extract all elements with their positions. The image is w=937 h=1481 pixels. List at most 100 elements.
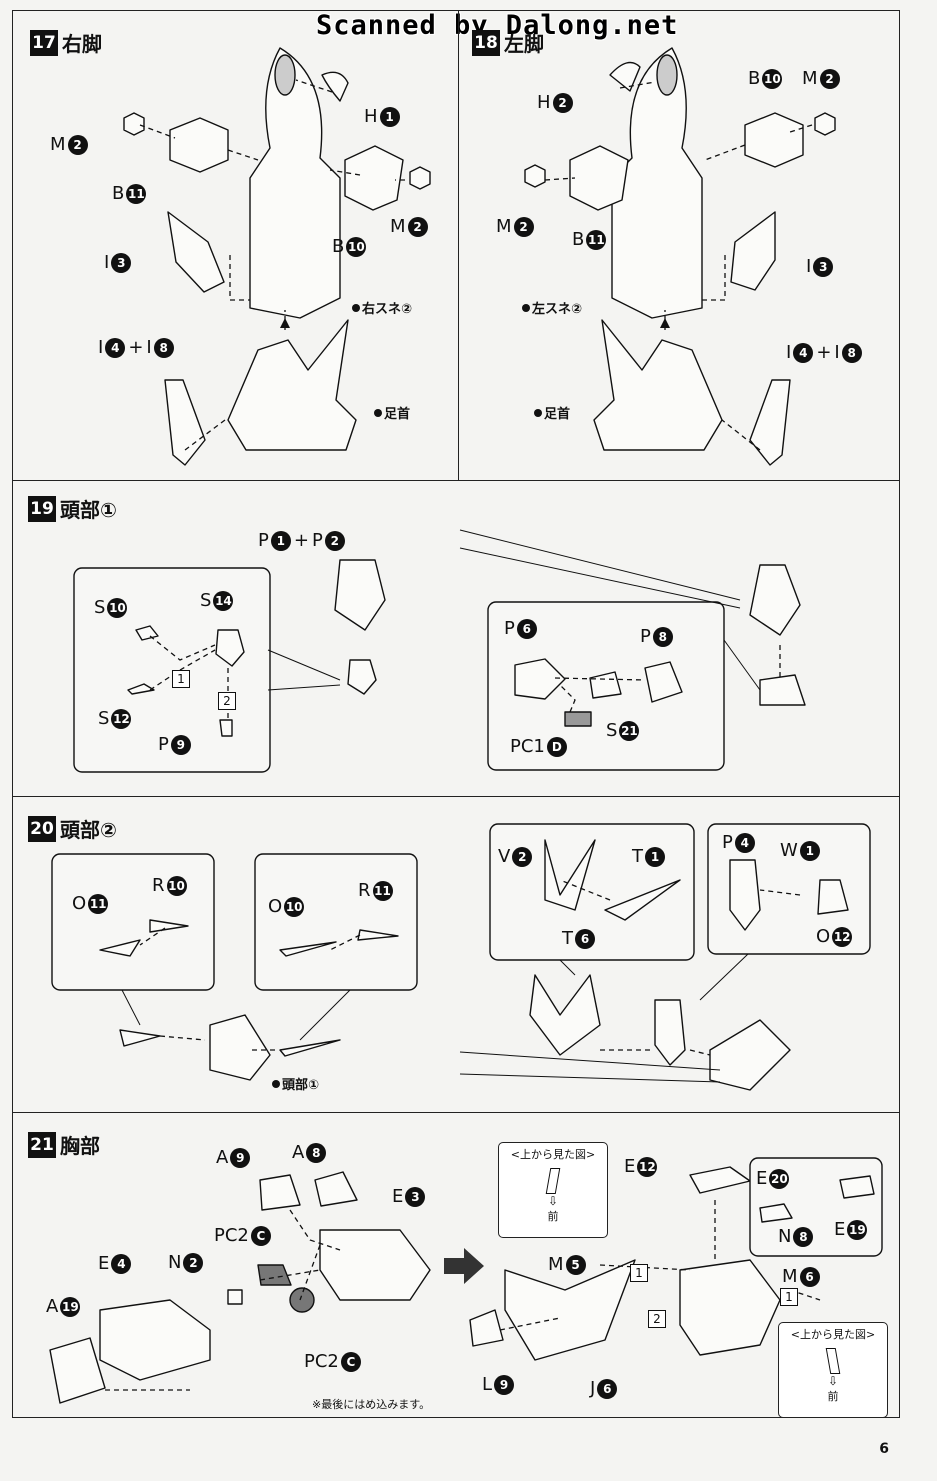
part-letter: S (200, 590, 212, 611)
part-number-badge: 8 (306, 1142, 327, 1163)
part-letter: O (816, 926, 831, 947)
head-p8-part (644, 661, 683, 703)
order-square: 2 (218, 692, 236, 710)
head-s10-part (135, 625, 159, 641)
down-arrow-icon: ⇩ (547, 1194, 559, 1208)
part-number-badge: C (340, 1351, 361, 1372)
head-p1p2-part (334, 559, 386, 631)
part-letter: M (496, 216, 512, 237)
bullet-icon (352, 303, 360, 312)
part-letter: P (640, 626, 651, 647)
cap-m2-part (123, 112, 145, 136)
leg-shin-part (611, 47, 703, 319)
part-letter: N (168, 1252, 182, 1273)
bullet-icon (272, 1079, 280, 1088)
part-letter: I (146, 337, 152, 358)
part-number-badge: 2 (819, 68, 840, 89)
ref-ankle: 足首 (374, 403, 410, 422)
part-number-badge: 1 (799, 840, 820, 861)
part-number-badge: 1 (379, 106, 400, 127)
armor-i3-part (730, 211, 776, 291)
part-letter: R (358, 880, 371, 901)
crest-t6-part (544, 839, 596, 911)
part-letter: B (332, 236, 345, 257)
part-number-badge: 2 (183, 1252, 204, 1273)
part-number-badge: 2 (512, 846, 533, 867)
head-base-part (759, 674, 806, 706)
crest-assembled-part (529, 974, 601, 1056)
step-title: 頭部① (60, 498, 117, 522)
head-s12-part (127, 683, 155, 695)
order-marker: 1 (780, 1288, 798, 1306)
part-number-badge: 14 (213, 590, 234, 611)
part-letter: PC2 (214, 1225, 249, 1246)
part-number-badge: 6 (516, 618, 537, 639)
divider-row2 (12, 796, 900, 797)
part-letter: I (834, 342, 840, 363)
part-letter: E (98, 1253, 110, 1274)
part-number-badge: 3 (813, 256, 834, 277)
view-caption: <上から見た図> (790, 1328, 876, 1341)
top-view-box-1: <上から見た図> ⇩ 前 (498, 1142, 608, 1238)
cover-b11-part (169, 117, 229, 173)
step-19-header: 19 頭部① (28, 494, 117, 523)
down-arrow-icon: ⇩ (827, 1374, 839, 1388)
part-letter: I (104, 252, 110, 273)
front-caption: 前 (547, 1210, 559, 1223)
chest-a9-part (259, 1174, 301, 1211)
ref-ankle: 足首 (534, 403, 570, 422)
order-marker: 1 (630, 1264, 648, 1282)
part-letter: PC1 (510, 736, 545, 757)
crest-t1-part (604, 879, 681, 921)
chest-e12-part (689, 1166, 751, 1194)
part-letter: V (498, 846, 511, 867)
part-number-badge: 12 (111, 708, 132, 729)
part-number-badge: 4 (793, 342, 814, 363)
part-number-badge: 1 (270, 530, 291, 551)
plus-sign: + (293, 530, 309, 551)
ankle-part (593, 319, 723, 451)
shape-icon (545, 1168, 561, 1194)
part-number-badge: 11 (586, 229, 607, 250)
part-letter: O (72, 893, 87, 914)
plus-sign: + (128, 337, 144, 358)
part-number-badge: 2 (407, 216, 428, 237)
part-number-badge: 11 (126, 183, 147, 204)
blade-o11-part (99, 939, 141, 957)
head-assembled-part (209, 1014, 271, 1081)
step-number: 20 (28, 815, 56, 842)
big-right-arrow-icon (444, 1248, 484, 1284)
ref-text: 足首 (544, 407, 571, 422)
part-letter: S (94, 597, 106, 618)
cover-b11-part (569, 145, 629, 211)
cover-b10-part (744, 112, 804, 168)
part-letter: P (158, 734, 169, 755)
divider-17-18 (458, 10, 459, 480)
head-p6-part (514, 658, 566, 700)
part-letter: B (748, 68, 761, 89)
armor-i3-part (167, 211, 225, 293)
part-letter: M (802, 68, 818, 89)
bullet-icon (534, 408, 542, 417)
shape-icon (825, 1348, 841, 1374)
divider-row3 (12, 1112, 900, 1113)
part-letter: M (390, 216, 406, 237)
